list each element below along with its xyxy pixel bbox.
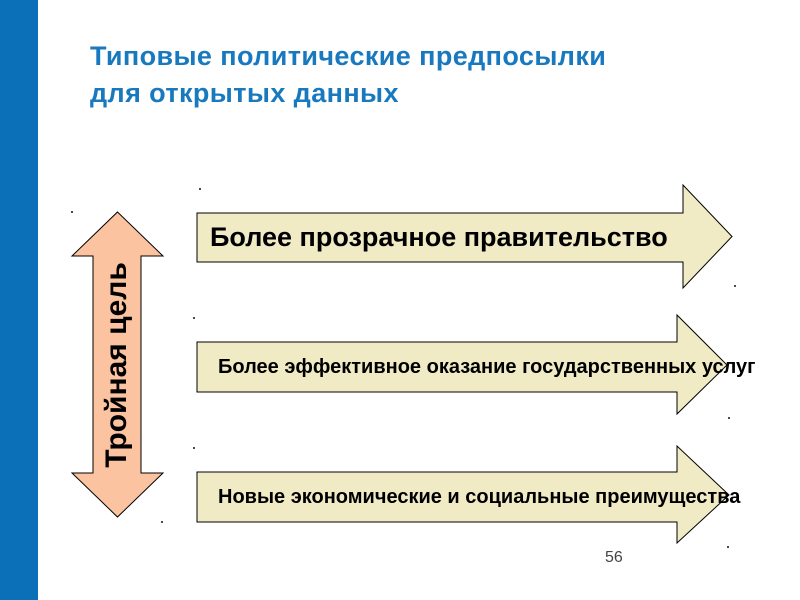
vertical-arrow-label: Тройная цель <box>100 262 133 468</box>
stray-dot <box>193 317 195 319</box>
vertical-double-arrow-shape <box>70 211 165 518</box>
left-accent-bar <box>0 0 38 600</box>
stray-dot <box>71 211 73 213</box>
stray-dot <box>727 546 729 548</box>
page-number: 56 <box>605 549 623 566</box>
benefit-arrow-shape-1 <box>196 183 733 290</box>
stray-dot <box>734 285 736 287</box>
slide-title: Типовые политические предпосылки для отк… <box>90 38 750 112</box>
benefit-arrow-shape-2 <box>196 313 728 416</box>
benefit-arrow-label-3: Новые экономические и социальные преимущ… <box>218 485 741 508</box>
stray-dot <box>161 521 163 523</box>
slide-title-line-1: Типовые политические предпосылки <box>90 41 607 71</box>
stray-dot <box>193 447 195 449</box>
stray-dot <box>199 188 201 190</box>
stray-dot <box>728 417 730 419</box>
slide-title-line-2: для открытых данных <box>90 78 399 108</box>
benefit-arrow-label-2: Более эффективное оказание государственн… <box>218 355 756 378</box>
benefit-arrow-label-1: Более прозрачное правительство <box>210 222 668 252</box>
benefit-arrow-shape-3 <box>196 444 730 545</box>
